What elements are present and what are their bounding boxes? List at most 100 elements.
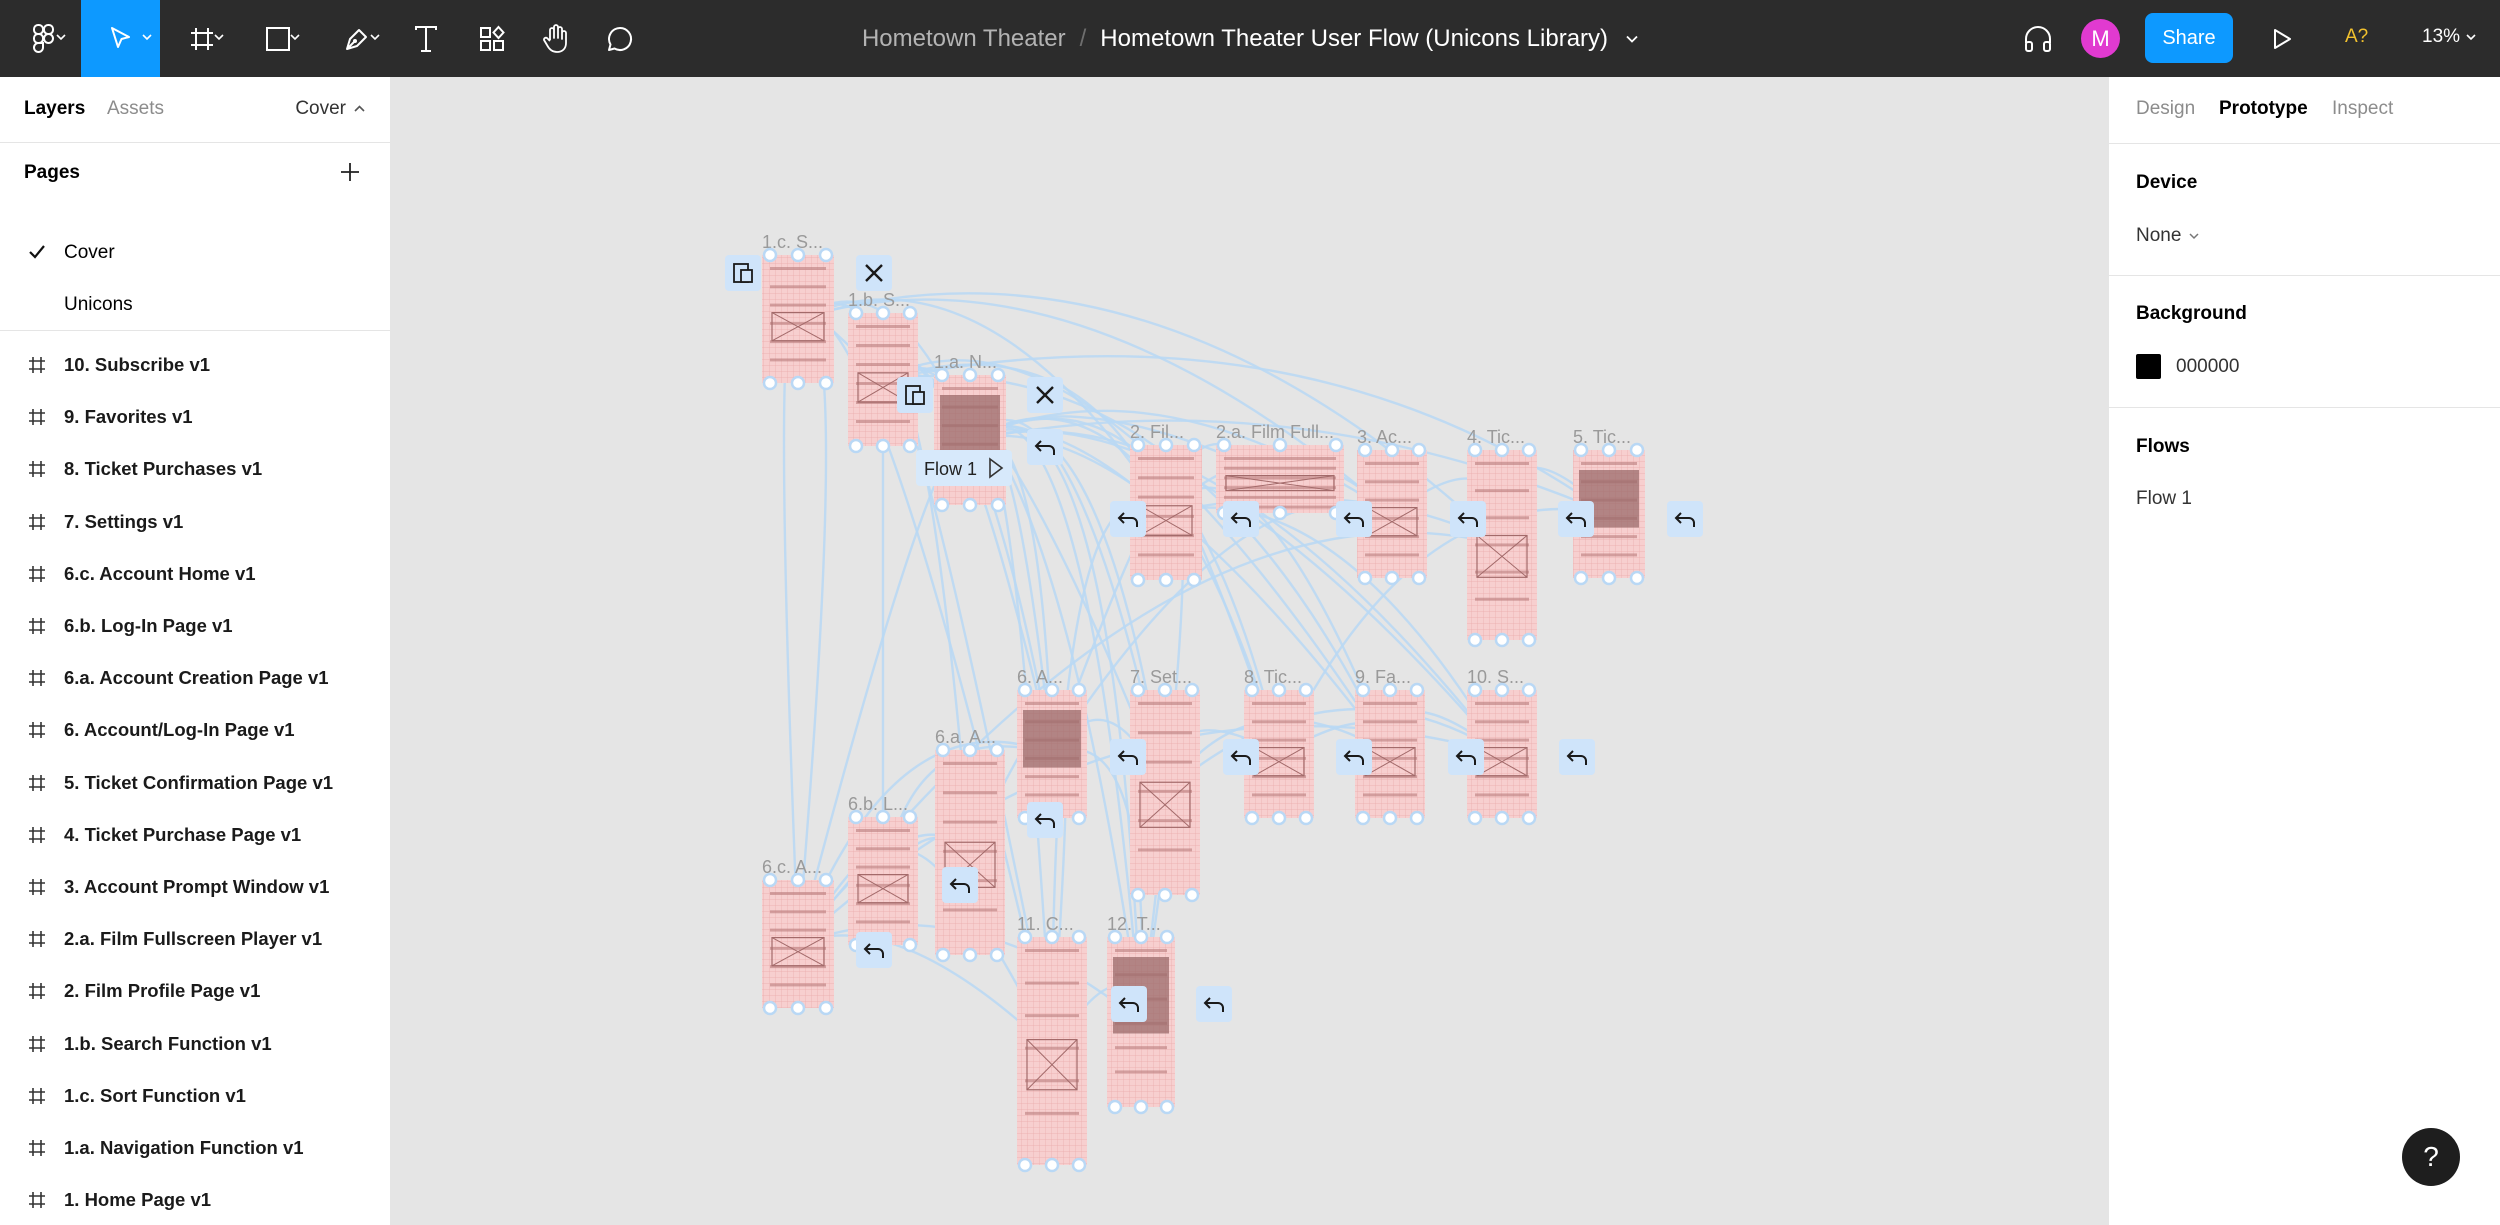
connection-handle[interactable] — [1357, 442, 1373, 458]
frame-label[interactable]: 1.b. S... — [848, 290, 910, 310]
chevron-down-icon[interactable] — [1626, 35, 1638, 43]
prototype-connection[interactable] — [1277, 507, 1610, 755]
accessibility-check-button[interactable]: A? — [2345, 26, 2369, 47]
layer-item[interactable]: 1. Home Page v1 — [0, 1174, 391, 1225]
pen-tool-button[interactable] — [326, 0, 388, 77]
connection-handle[interactable] — [1159, 1099, 1175, 1115]
connection-handle[interactable] — [1382, 810, 1398, 826]
connection-handle[interactable] — [1130, 682, 1146, 698]
connection-handle[interactable] — [934, 367, 950, 383]
flow-starting-point[interactable]: Flow 1 — [916, 450, 1012, 486]
connection-handle[interactable] — [1244, 810, 1260, 826]
design-canvas[interactable]: 1.c. S...1.b. S...1.a. N...2. Fil...2.a.… — [391, 77, 2108, 1225]
open-overlay-badge[interactable] — [897, 377, 933, 413]
connection-handle[interactable] — [990, 367, 1006, 383]
connection-handle[interactable] — [1133, 1099, 1149, 1115]
connection-handle[interactable] — [790, 247, 806, 263]
plus-icon[interactable] — [338, 160, 362, 184]
back-action-badge[interactable] — [1223, 501, 1259, 537]
connection-handle[interactable] — [1467, 682, 1483, 698]
connection-handle[interactable] — [989, 947, 1005, 963]
connection-handle[interactable] — [1573, 570, 1589, 586]
background-hex-input[interactable]: 000000 — [2176, 356, 2240, 377]
connection-handle[interactable] — [1629, 570, 1645, 586]
layer-item[interactable]: 4. Ticket Purchase Page v1 — [0, 809, 391, 861]
connection-handle[interactable] — [1521, 632, 1537, 648]
connection-handle[interactable] — [818, 872, 834, 888]
frame-f4[interactable]: 4. Tic... — [1467, 427, 1537, 648]
frame-thumbnail[interactable] — [762, 880, 834, 1008]
comment-tool-button[interactable] — [598, 0, 642, 77]
connection-handle[interactable] — [962, 742, 978, 758]
present-button[interactable] — [2262, 0, 2302, 77]
share-button[interactable]: Share — [2145, 13, 2233, 63]
connection-handle[interactable] — [1629, 442, 1645, 458]
connection-handle[interactable] — [1044, 929, 1060, 945]
frame-f1b[interactable]: 1.b. S... — [848, 290, 918, 454]
frame-label[interactable]: 11. C... — [1017, 914, 1074, 934]
file-name[interactable]: Hometown Theater User Flow (Unicons Libr… — [1100, 24, 1609, 52]
hand-tool-button[interactable] — [534, 0, 578, 77]
connection-handle[interactable] — [1382, 682, 1398, 698]
prototype-connection[interactable] — [1050, 502, 1393, 755]
connection-handle[interactable] — [818, 247, 834, 263]
frame-label[interactable]: 12. T... — [1107, 914, 1161, 934]
connection-handle[interactable] — [1411, 442, 1427, 458]
connection-handle[interactable] — [1044, 1157, 1060, 1173]
connection-handle[interactable] — [1130, 572, 1146, 588]
back-action-badge[interactable] — [1559, 739, 1595, 775]
connection-handle[interactable] — [989, 742, 1005, 758]
connection-handle[interactable] — [848, 809, 864, 825]
connection-handle[interactable] — [762, 247, 778, 263]
frame-f2a[interactable]: 2.a. Film Full... — [1216, 422, 1344, 521]
connection-handle[interactable] — [902, 809, 918, 825]
connection-handle[interactable] — [848, 438, 864, 454]
layer-item[interactable]: 6. Account/Log-In Page v1 — [0, 704, 391, 756]
connection-handle[interactable] — [902, 937, 918, 953]
frame-label[interactable]: 9. Fa... — [1355, 667, 1411, 687]
connection-handle[interactable] — [1494, 632, 1510, 648]
connection-handle[interactable] — [1328, 437, 1344, 453]
connection-handle[interactable] — [1298, 810, 1314, 826]
back-action-badge[interactable] — [1110, 739, 1146, 775]
connection-handle[interactable] — [875, 305, 891, 321]
back-action-badge[interactable] — [1110, 501, 1146, 537]
back-action-badge[interactable] — [1027, 802, 1063, 838]
connection-handle[interactable] — [1467, 632, 1483, 648]
connection-handle[interactable] — [1216, 437, 1232, 453]
frame-f6[interactable]: 6. A... — [1017, 667, 1087, 826]
back-action-badge[interactable] — [856, 932, 892, 968]
layer-item[interactable]: 1.b. Search Function v1 — [0, 1018, 391, 1070]
connection-handle[interactable] — [1411, 570, 1427, 586]
layer-item[interactable]: 5. Ticket Confirmation Page v1 — [0, 757, 391, 809]
back-action-badge[interactable] — [1667, 501, 1703, 537]
frame-f6c[interactable]: 6.c. A... — [762, 857, 834, 1016]
back-action-badge[interactable] — [1448, 739, 1484, 775]
connection-handle[interactable] — [1107, 929, 1123, 945]
frame-f10[interactable]: 10. S... — [1467, 667, 1537, 826]
connection-handle[interactable] — [1272, 437, 1288, 453]
prototype-connection[interactable] — [782, 312, 800, 945]
connection-handle[interactable] — [762, 375, 778, 391]
connection-handle[interactable] — [762, 872, 778, 888]
back-action-badge[interactable] — [1558, 501, 1594, 537]
move-tool-button[interactable] — [81, 0, 160, 77]
frame-f1c[interactable]: 1.c. S... — [762, 232, 834, 391]
layer-item[interactable]: 6.b. Log-In Page v1 — [0, 600, 391, 652]
frame-f1a[interactable]: 1.a. N... — [934, 352, 1006, 513]
connection-handle[interactable] — [1494, 810, 1510, 826]
device-select[interactable]: None — [2136, 225, 2199, 247]
connection-handle[interactable] — [1384, 570, 1400, 586]
connection-handle[interactable] — [1521, 682, 1537, 698]
prototype-connection[interactable] — [797, 313, 1054, 1052]
connection-handle[interactable] — [875, 809, 891, 825]
connection-handle[interactable] — [1494, 682, 1510, 698]
connection-handle[interactable] — [990, 497, 1006, 513]
frame-label[interactable]: 4. Tic... — [1467, 427, 1525, 447]
layer-item[interactable]: 2. Film Profile Page v1 — [0, 965, 391, 1017]
connection-handle[interactable] — [1355, 682, 1371, 698]
page-item[interactable]: Unicons — [0, 279, 391, 331]
connection-handle[interactable] — [1271, 682, 1287, 698]
back-action-badge[interactable] — [1336, 501, 1372, 537]
connection-handle[interactable] — [1133, 929, 1149, 945]
